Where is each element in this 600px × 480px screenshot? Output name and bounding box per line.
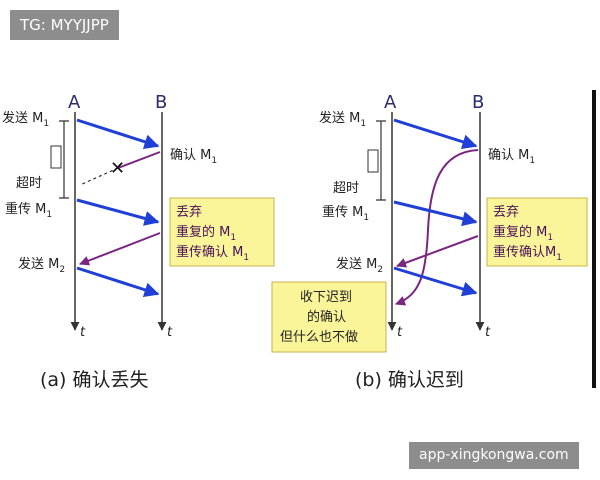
discard-line3: 重传确认M1	[493, 244, 562, 263]
timeout-bracket	[376, 120, 386, 201]
discard-line2: 重复的 M1	[493, 224, 553, 243]
send-m1-label: 发送 M1	[319, 110, 366, 129]
discard-line1: 丢弃	[493, 205, 519, 220]
send-m1-arrow	[393, 118, 478, 150]
send-m2-arrow	[76, 266, 160, 298]
late-ack-curve	[395, 149, 479, 306]
time-label-b: t	[485, 325, 491, 340]
caption-b: (b) 确认迟到	[355, 369, 464, 391]
timer-icon	[367, 149, 379, 173]
resend-ack-arrow	[396, 235, 479, 268]
lost-mark: ✕	[110, 158, 125, 179]
resend-m1-arrow	[393, 200, 478, 227]
caption-a: (a) 确认丢失	[40, 369, 149, 391]
late-ack-line1: 收下迟到	[300, 290, 352, 305]
watermark-bottom: app-xingkongwa.com	[409, 442, 579, 469]
send-m2-label: 发送 M2	[18, 256, 65, 275]
resend-m1-arrow	[76, 198, 160, 226]
timer-icon	[50, 145, 62, 169]
node-b-label: B	[155, 92, 167, 113]
resend-m1-label: 重传 M1	[5, 201, 52, 220]
right-edge-bar	[592, 90, 596, 388]
diagram-a: A B t t 发送 M1 超时 重传 M1 发送 M2 ✕ 确认 M1 丢弃 …	[2, 92, 275, 391]
discard-line3: 重传确认 M1	[176, 244, 249, 263]
node-a-label: A	[68, 92, 81, 113]
resend-ack-arrow	[79, 232, 161, 266]
time-label-b: t	[167, 325, 173, 340]
discard-line2: 重复的 M1	[176, 224, 236, 243]
late-ack-box	[271, 281, 387, 353]
diagram-b: A B t t 发送 M1 超时 重传 M1 发送 M2 确认 M1 丢弃 重复…	[271, 92, 588, 391]
watermark-top: TG: MYYJJPP	[10, 10, 119, 40]
ack-m1-label: 确认 M1	[488, 148, 535, 166]
discard-line1: 丢弃	[176, 205, 202, 220]
lost-path-dashed	[79, 167, 119, 186]
timeout-bracket	[59, 120, 69, 199]
discard-box	[169, 197, 275, 267]
timeout-label: 超时	[16, 176, 42, 191]
time-label-a: t	[80, 325, 86, 340]
timeout-label: 超时	[333, 181, 359, 196]
send-m1-label: 发送 M1	[2, 110, 49, 129]
node-b-label: B	[472, 92, 484, 113]
time-label-a: t	[397, 325, 403, 340]
late-ack-line2: 的确认	[307, 309, 346, 325]
late-ack-line3: 但什么也不做	[280, 330, 358, 345]
discard-box	[486, 197, 588, 267]
resend-m1-label: 重传 M1	[322, 204, 369, 223]
send-m2-arrow	[393, 266, 478, 297]
send-m2-label: 发送 M2	[336, 256, 383, 275]
ack-m1-label: 确认 M1	[170, 148, 217, 166]
node-a-label: A	[384, 92, 397, 113]
ack-m1-arrow	[117, 151, 161, 169]
send-m1-arrow	[76, 118, 160, 150]
